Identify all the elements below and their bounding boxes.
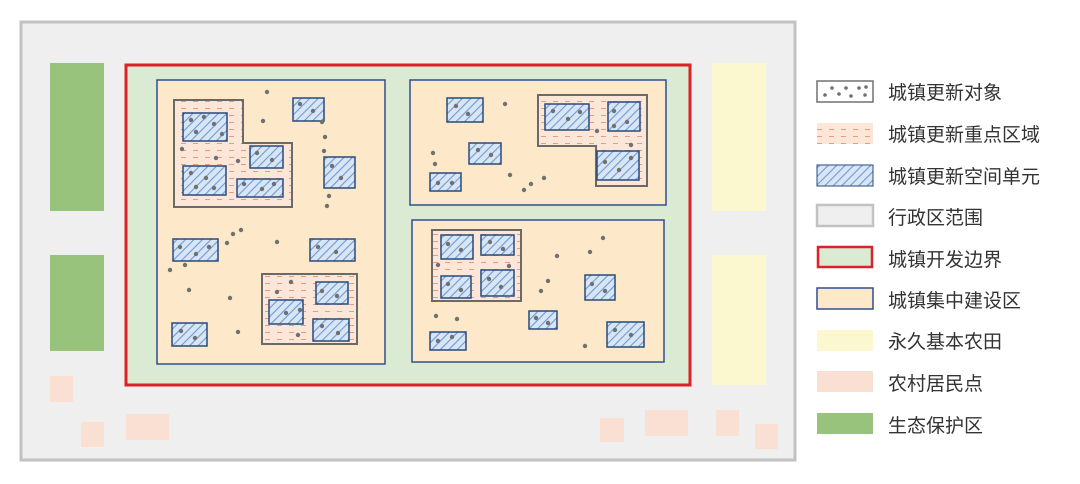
legend-item-renewal-unit: 城镇更新空间单元: [816, 164, 1040, 188]
renewal-objects: [167, 89, 634, 349]
eco-protection-zone: [50, 63, 104, 211]
legend-item-rural-settlement: 农村居民点: [817, 371, 983, 395]
legend-label-renewal-unit: 城镇更新空间单元: [888, 166, 1040, 188]
rural-settlements: [50, 376, 778, 449]
legend-item-renewal-key-area: 城镇更新重点区域: [817, 123, 1040, 146]
legend-item-admin-area: 行政区范围: [815, 203, 983, 229]
legend-item-renewal-object: 城镇更新对象: [816, 80, 1002, 104]
renewal-units: [171, 97, 645, 351]
legend-item-eco-protection: 生态保护区: [817, 413, 983, 437]
legend-item-dev-boundary: 城镇开发边界: [816, 245, 1002, 271]
farmland-zone: [712, 63, 766, 211]
legend-label-renewal-key-area: 城镇更新重点区域: [888, 124, 1040, 146]
legend-label-farmland: 永久基本农田: [888, 331, 1002, 353]
legend-label-renewal-object: 城镇更新对象: [888, 82, 1002, 104]
legend-label-rural-settlement: 农村居民点: [888, 373, 983, 395]
legend-item-centralized-zone: 城镇集中建设区: [816, 287, 1021, 312]
legend-label-eco-protection: 生态保护区: [888, 415, 983, 437]
legend: 城镇更新对象 城镇更新重点区域 城镇更新空间单元 行政区范围 城镇开发边界 城镇…: [815, 80, 1040, 437]
legend-item-farmland: 永久基本农田: [817, 330, 1002, 353]
legend-label-dev-boundary: 城镇开发边界: [888, 249, 1002, 271]
legend-label-centralized-zone: 城镇集中建设区: [888, 290, 1021, 312]
farmland-zone: [712, 255, 766, 385]
legend-label-admin-area: 行政区范围: [888, 207, 983, 229]
eco-protection-zone: [50, 255, 104, 351]
